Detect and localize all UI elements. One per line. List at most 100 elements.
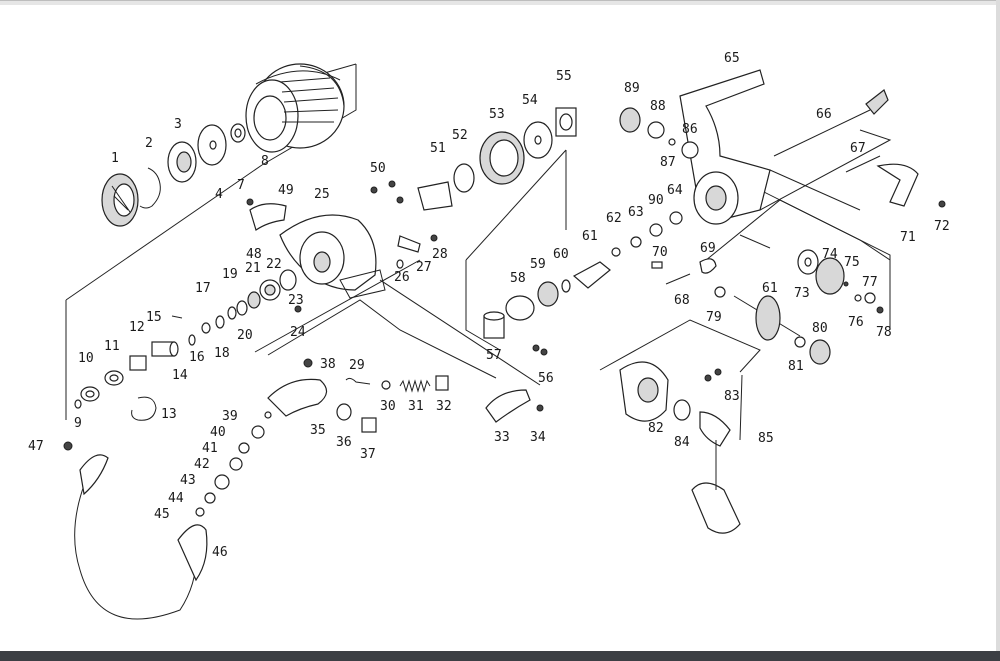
part-10-washer [80,386,100,402]
part-41-ring [238,442,250,454]
window-top-edge [0,0,1000,5]
part-59-bearing [537,281,559,307]
label-part-65: 65 [724,51,740,66]
label-part-39: 39 [222,409,238,424]
label-part-84: 84 [674,435,690,450]
label-part-67: 67 [850,141,866,156]
part-14-roller [151,341,179,357]
label-part-87: 87 [660,155,676,170]
label-part-25: 25 [314,187,330,202]
part-45-ring [195,507,205,517]
part-37-screw [361,417,377,433]
label-part-59: 59 [530,257,546,272]
part-47b-bail-bracket [79,454,109,496]
label-part-31: 31 [408,399,424,414]
label-part-43: 43 [180,473,196,488]
part-63-washer [630,236,642,248]
label-part-79: 79 [706,310,722,325]
part-58-ring [505,295,535,321]
part-78-screw [876,306,884,314]
part-79-washer [714,286,726,298]
label-part-70: 70 [652,245,668,260]
part-53-rotor-nut [479,131,525,185]
part-28-screw [430,234,438,242]
part-48-guard [249,203,287,231]
label-part-30: 30 [380,399,396,414]
label-part-74: 74 [822,247,838,262]
label-part-27: 27 [416,260,432,275]
part-70-pin [651,261,663,269]
label-part-11: 11 [104,339,120,354]
label-part-69: 69 [700,241,716,256]
label-part-35: 35 [310,423,326,438]
label-part-33: 33 [494,430,510,445]
label-part-78: 78 [876,325,892,340]
part-66-shaft [773,89,889,157]
label-part-32: 32 [436,399,452,414]
part-68-screw [665,273,691,285]
label-part-40: 40 [210,425,226,440]
label-part-8: 8 [261,154,269,169]
label-part-76: 76 [848,315,864,330]
part-39-ring [264,411,272,419]
part-54-washer [523,121,553,159]
group-leader-lines [65,63,892,441]
part-74-gear [815,257,845,295]
label-part-13: 13 [161,407,177,422]
label-part-66: 66 [816,107,832,122]
label-part-41: 41 [202,441,218,456]
label-part-36: 36 [336,435,352,450]
part-12-clip [129,355,147,371]
label-part-55: 55 [556,69,572,84]
part-61-pinion-gear [572,261,611,289]
label-part-19: 19 [222,267,238,282]
part-8-spool [245,63,345,153]
label-part-28: 28 [432,247,448,262]
label-part-88: 88 [650,99,666,114]
part-46-bail-wire [74,457,208,620]
label-part-63: 63 [628,205,644,220]
part-64-bearing [669,211,683,225]
label-part-7: 7 [237,178,245,193]
part-44-washer [204,492,216,504]
part-87-ring [668,138,676,146]
label-part-45: 45 [154,507,170,522]
part-23-washer [279,269,297,291]
part-75-pin [843,281,849,287]
label-part-89: 89 [624,81,640,96]
part-21-bearing [247,291,261,309]
part-43-bearing [214,474,230,490]
label-part-52: 52 [452,128,468,143]
part-40-washer [251,425,265,439]
label-part-15: 15 [146,310,162,325]
label-part-18: 18 [214,346,230,361]
label-part-22: 22 [266,257,282,272]
part-7-ring [230,123,246,143]
label-part-12: 12 [129,320,145,335]
label-part-44: 44 [168,491,184,506]
label-part-75: 75 [844,255,860,270]
part-16-ring [188,334,196,346]
part-4-washer [197,124,227,166]
label-part-71: 71 [900,230,916,245]
part-57-collar [483,311,505,339]
label-part-54: 54 [522,93,538,108]
part-77-nut [864,292,876,304]
part-52-ring [453,163,475,193]
part-17-ring [201,322,211,334]
label-part-3: 3 [174,117,182,132]
part-89-knob-cap [619,107,641,133]
part-30-clip [381,380,391,390]
label-part-77: 77 [862,275,878,290]
part-47-screw [63,441,73,451]
label-part-17: 17 [195,281,211,296]
part-38-screw [303,358,313,368]
part-55-nut [555,107,577,137]
part-15-pin [171,315,183,319]
part-81-washer [794,336,806,348]
part-61b-drive-gear [733,295,801,341]
bottom-toolbar-strip [0,651,1000,661]
label-part-23: 23 [288,293,304,308]
label-part-68: 68 [674,293,690,308]
